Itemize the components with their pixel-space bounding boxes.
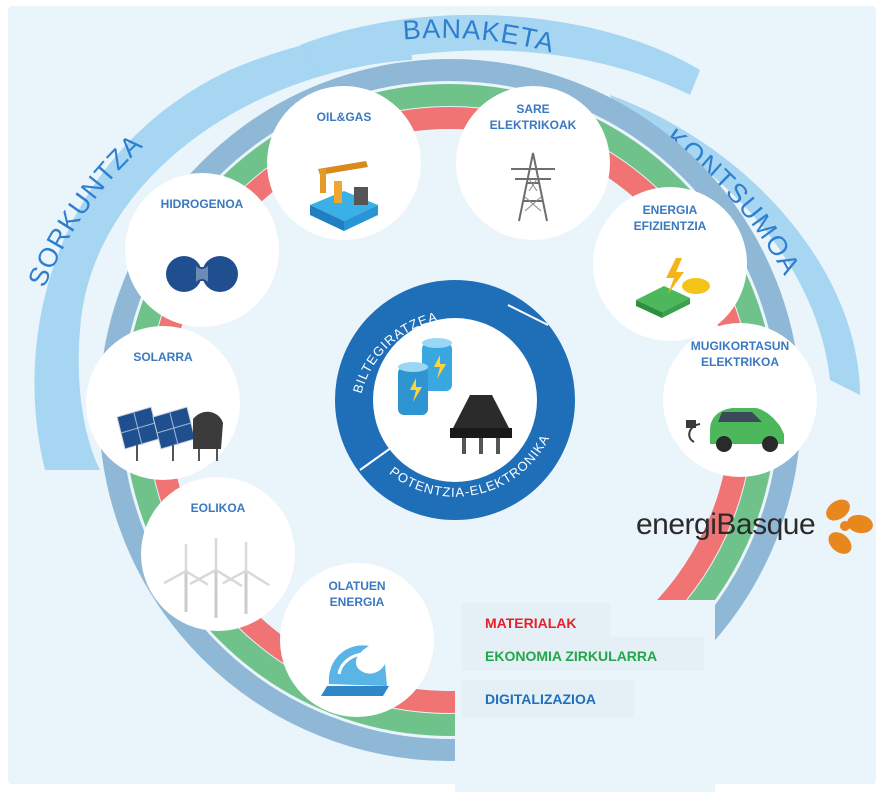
core-divider	[507, 304, 549, 326]
wind-turbine-icon	[163, 538, 271, 618]
node-label: SARE	[516, 102, 549, 116]
legend-digitalizazioa: DIGITALIZAZIOA	[485, 691, 596, 707]
node-power-pylon: SARE ELEKTRIKOAK	[456, 86, 610, 240]
legend-box-materialak	[462, 603, 610, 637]
node-label: ENERGIA	[330, 595, 385, 609]
efficiency-icon	[636, 258, 710, 318]
oil-pump-icon	[310, 161, 378, 231]
legend: MATERIALAK EKONOMIA ZIRKULARRA DIGITALIZ…	[462, 603, 704, 718]
node-group: OLATUEN ENERGIA EOLIKOA SOLARRA HIDROGENOA OI…	[86, 86, 817, 717]
legend-box-digitalizazioa	[462, 680, 634, 718]
hydrogen-molecule-icon	[166, 256, 238, 292]
node-circle	[280, 563, 434, 717]
node-label: OIL&GAS	[317, 110, 372, 124]
legend-box-ekonomia	[462, 637, 704, 671]
core-divider-2	[359, 444, 396, 471]
node-solar-panel: SOLARRA	[86, 326, 240, 480]
wave-icon	[321, 645, 389, 696]
battery-icon	[398, 338, 452, 415]
node-wave: OLATUEN ENERGIA	[280, 563, 434, 717]
node-circle	[267, 86, 421, 240]
node-label: HIDROGENOA	[161, 197, 244, 211]
node-circle	[141, 477, 295, 631]
node-circle	[125, 173, 279, 327]
node-oil-pump: OIL&GAS	[267, 86, 421, 240]
solar-panel-icon	[116, 406, 223, 461]
node-label: SOLARRA	[133, 350, 193, 364]
node-electric-car: MUGIKORTASUN ELEKTRIKOA	[663, 323, 817, 477]
power-pylon-icon	[511, 152, 555, 222]
node-label: MUGIKORTASUN	[691, 339, 789, 353]
banaketa-arc	[300, 14, 700, 95]
node-circle	[456, 86, 610, 240]
node-wind-turbine: EOLIKOA	[141, 477, 295, 631]
electric-car-icon	[686, 408, 784, 452]
node-label: EOLIKOA	[191, 501, 246, 515]
node-circle	[593, 187, 747, 341]
core-disc	[335, 280, 575, 520]
power-module-icon	[450, 395, 512, 454]
sorkuntza-arc	[34, 30, 412, 470]
brand-text: energiBasque	[636, 508, 815, 541]
node-hydrogen-molecule: HIDROGENOA	[125, 173, 279, 327]
node-label: ELEKTRIKOA	[701, 355, 779, 369]
node-efficiency: ENERGIA EFIZIENTZIA	[593, 187, 747, 341]
brand-mark-icon	[826, 499, 873, 554]
legend-materialak: MATERIALAK	[485, 615, 577, 631]
node-label: OLATUEN	[328, 579, 385, 593]
node-label: ENERGIA	[643, 203, 698, 217]
node-label: ELEKTRIKOAK	[490, 118, 577, 132]
brand-logo: energiBasque	[636, 499, 873, 554]
legend-ekonomia-zirkularra: EKONOMIA ZIRKULARRA	[485, 648, 657, 664]
node-label: EFIZIENTZIA	[634, 219, 707, 233]
